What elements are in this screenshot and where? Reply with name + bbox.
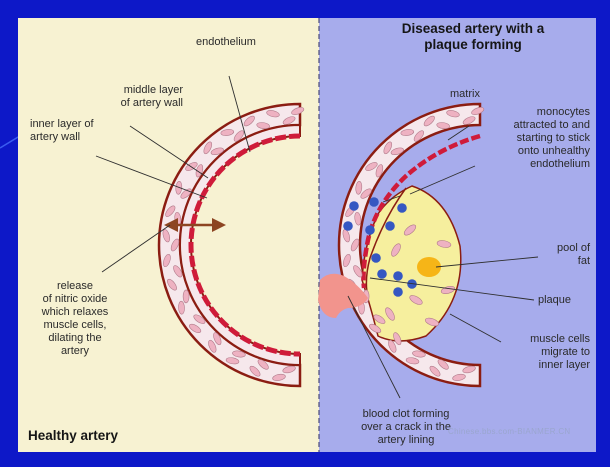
monocyte [343, 221, 353, 231]
label-pool-of-fat: pool of fat [518, 242, 590, 268]
monocyte [365, 225, 375, 235]
label-nitric-oxide: release of nitric oxide which relaxes mu… [20, 280, 130, 358]
label-matrix: matrix [450, 88, 480, 101]
monocyte [369, 197, 379, 207]
label-endothelium: endothelium [196, 36, 256, 49]
monocyte [385, 221, 395, 231]
monocyte [377, 269, 387, 279]
muscle-cell [178, 301, 185, 314]
label-muscle-cells: muscle cells migrate to inner layer [482, 333, 590, 372]
artery-figure: Diseased artery with a plaque forming He… [18, 18, 596, 452]
monocyte [349, 201, 359, 211]
muscle-cell [183, 290, 189, 303]
label-middle-layer: middle layer of artery wall [88, 84, 183, 110]
monocyte [393, 287, 403, 297]
watermark: Chinese.bbs.com-BIANMER.CN [448, 427, 571, 436]
diseased-artery-title: Diseased artery with a plaque forming [358, 21, 588, 53]
label-inner-layer: inner layer of artery wall [30, 118, 130, 144]
monocyte [397, 203, 407, 213]
monocyte [371, 253, 381, 263]
healthy-artery-title: Healthy artery [28, 428, 118, 443]
label-monocytes: monocytes attracted to and starting to s… [462, 106, 590, 171]
monocyte [393, 271, 403, 281]
label-plaque: plaque [538, 294, 571, 307]
